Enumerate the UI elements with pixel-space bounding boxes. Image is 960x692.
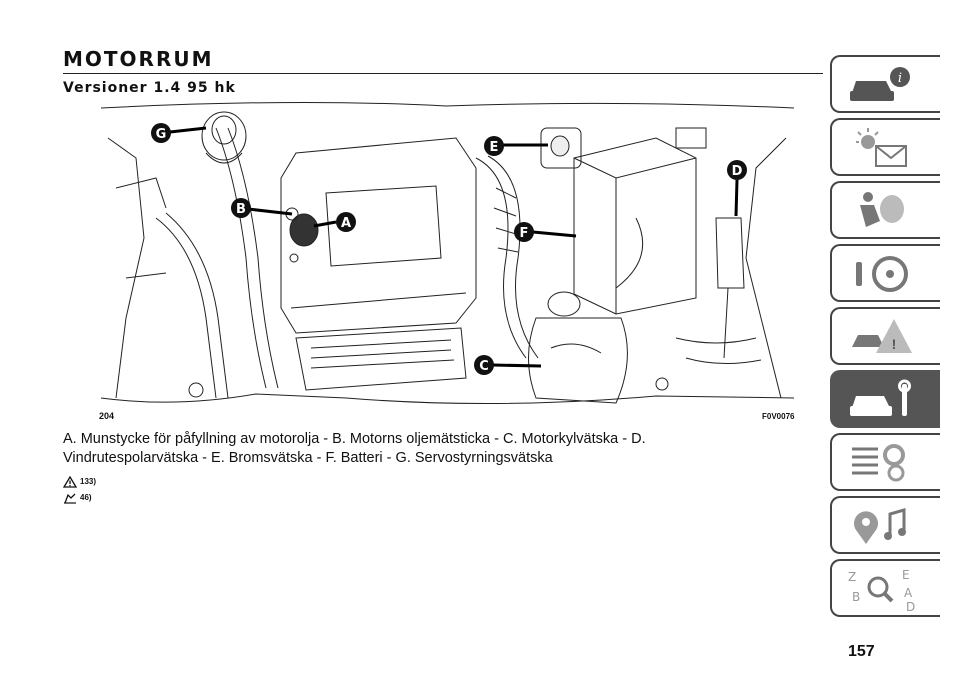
callout-a-label: A xyxy=(341,216,351,231)
callout-e: E xyxy=(484,136,504,156)
multimedia-icon xyxy=(854,508,906,544)
figure-code: F0V0076 xyxy=(762,412,795,421)
index-search-icon: Z E B AD xyxy=(848,568,915,611)
specs-gears-icon xyxy=(852,444,905,482)
warning-ref-1-label: 133) xyxy=(80,477,97,487)
warning-triangle-car-icon: ! xyxy=(852,319,912,353)
callout-f-label: F xyxy=(520,226,529,241)
callout-c-label: C xyxy=(479,359,489,374)
tab-lights-messages[interactable] xyxy=(830,118,940,176)
tab-maintenance[interactable] xyxy=(830,370,940,428)
svg-text:A: A xyxy=(904,586,913,600)
callout-b: B xyxy=(231,198,251,218)
figure-number: 204 xyxy=(99,411,115,421)
svg-text:Z: Z xyxy=(848,570,856,584)
warning-ref-2-label: 46) xyxy=(80,493,92,503)
tab-car-info[interactable]: i xyxy=(830,55,940,113)
page-number: 157 xyxy=(848,643,875,660)
title-rule xyxy=(63,73,823,74)
warning-ref-1[interactable]: 133) xyxy=(63,476,96,488)
tab-emergency[interactable]: ! xyxy=(830,307,940,365)
tab-multimedia[interactable] xyxy=(830,496,940,554)
svg-text:E: E xyxy=(902,568,910,582)
tab-technical-data[interactable] xyxy=(830,433,940,491)
airbag-seat-icon xyxy=(860,192,904,227)
callout-a: A xyxy=(336,212,356,232)
svg-text:!: ! xyxy=(892,336,897,352)
svg-text:D: D xyxy=(906,600,915,611)
callout-e-label: E xyxy=(490,140,499,155)
car-info-icon: i xyxy=(850,67,910,101)
callout-c: C xyxy=(474,355,494,375)
engine-bay-illustration: G E D B A F C xyxy=(100,101,795,405)
page-title: MOTORRUM xyxy=(63,47,214,71)
caution-hand-icon xyxy=(64,493,76,504)
figure-caption: A. Munstycke för påfyllning av motorolja… xyxy=(63,431,646,466)
callout-g-label: G xyxy=(156,127,167,142)
section-subtitle: Versioner 1.4 95 hk xyxy=(63,80,236,96)
callout-d-label: D xyxy=(732,164,743,179)
callout-markers: G E D B A F C xyxy=(151,123,747,375)
warning-triangle-icon xyxy=(63,476,77,488)
tab-safety[interactable] xyxy=(830,181,940,239)
svg-text:B: B xyxy=(852,590,860,604)
callout-f: F xyxy=(514,222,534,242)
warning-ref-2[interactable]: 46) xyxy=(63,492,92,504)
callout-g: G xyxy=(151,123,171,143)
car-wrench-icon xyxy=(850,379,911,416)
callout-b-label: B xyxy=(236,202,246,217)
tab-starting-driving[interactable] xyxy=(830,244,940,302)
steering-wheel-icon xyxy=(856,256,908,292)
svg-text:i: i xyxy=(898,71,902,86)
lights-message-icon xyxy=(856,128,907,167)
callout-d: D xyxy=(727,160,747,180)
